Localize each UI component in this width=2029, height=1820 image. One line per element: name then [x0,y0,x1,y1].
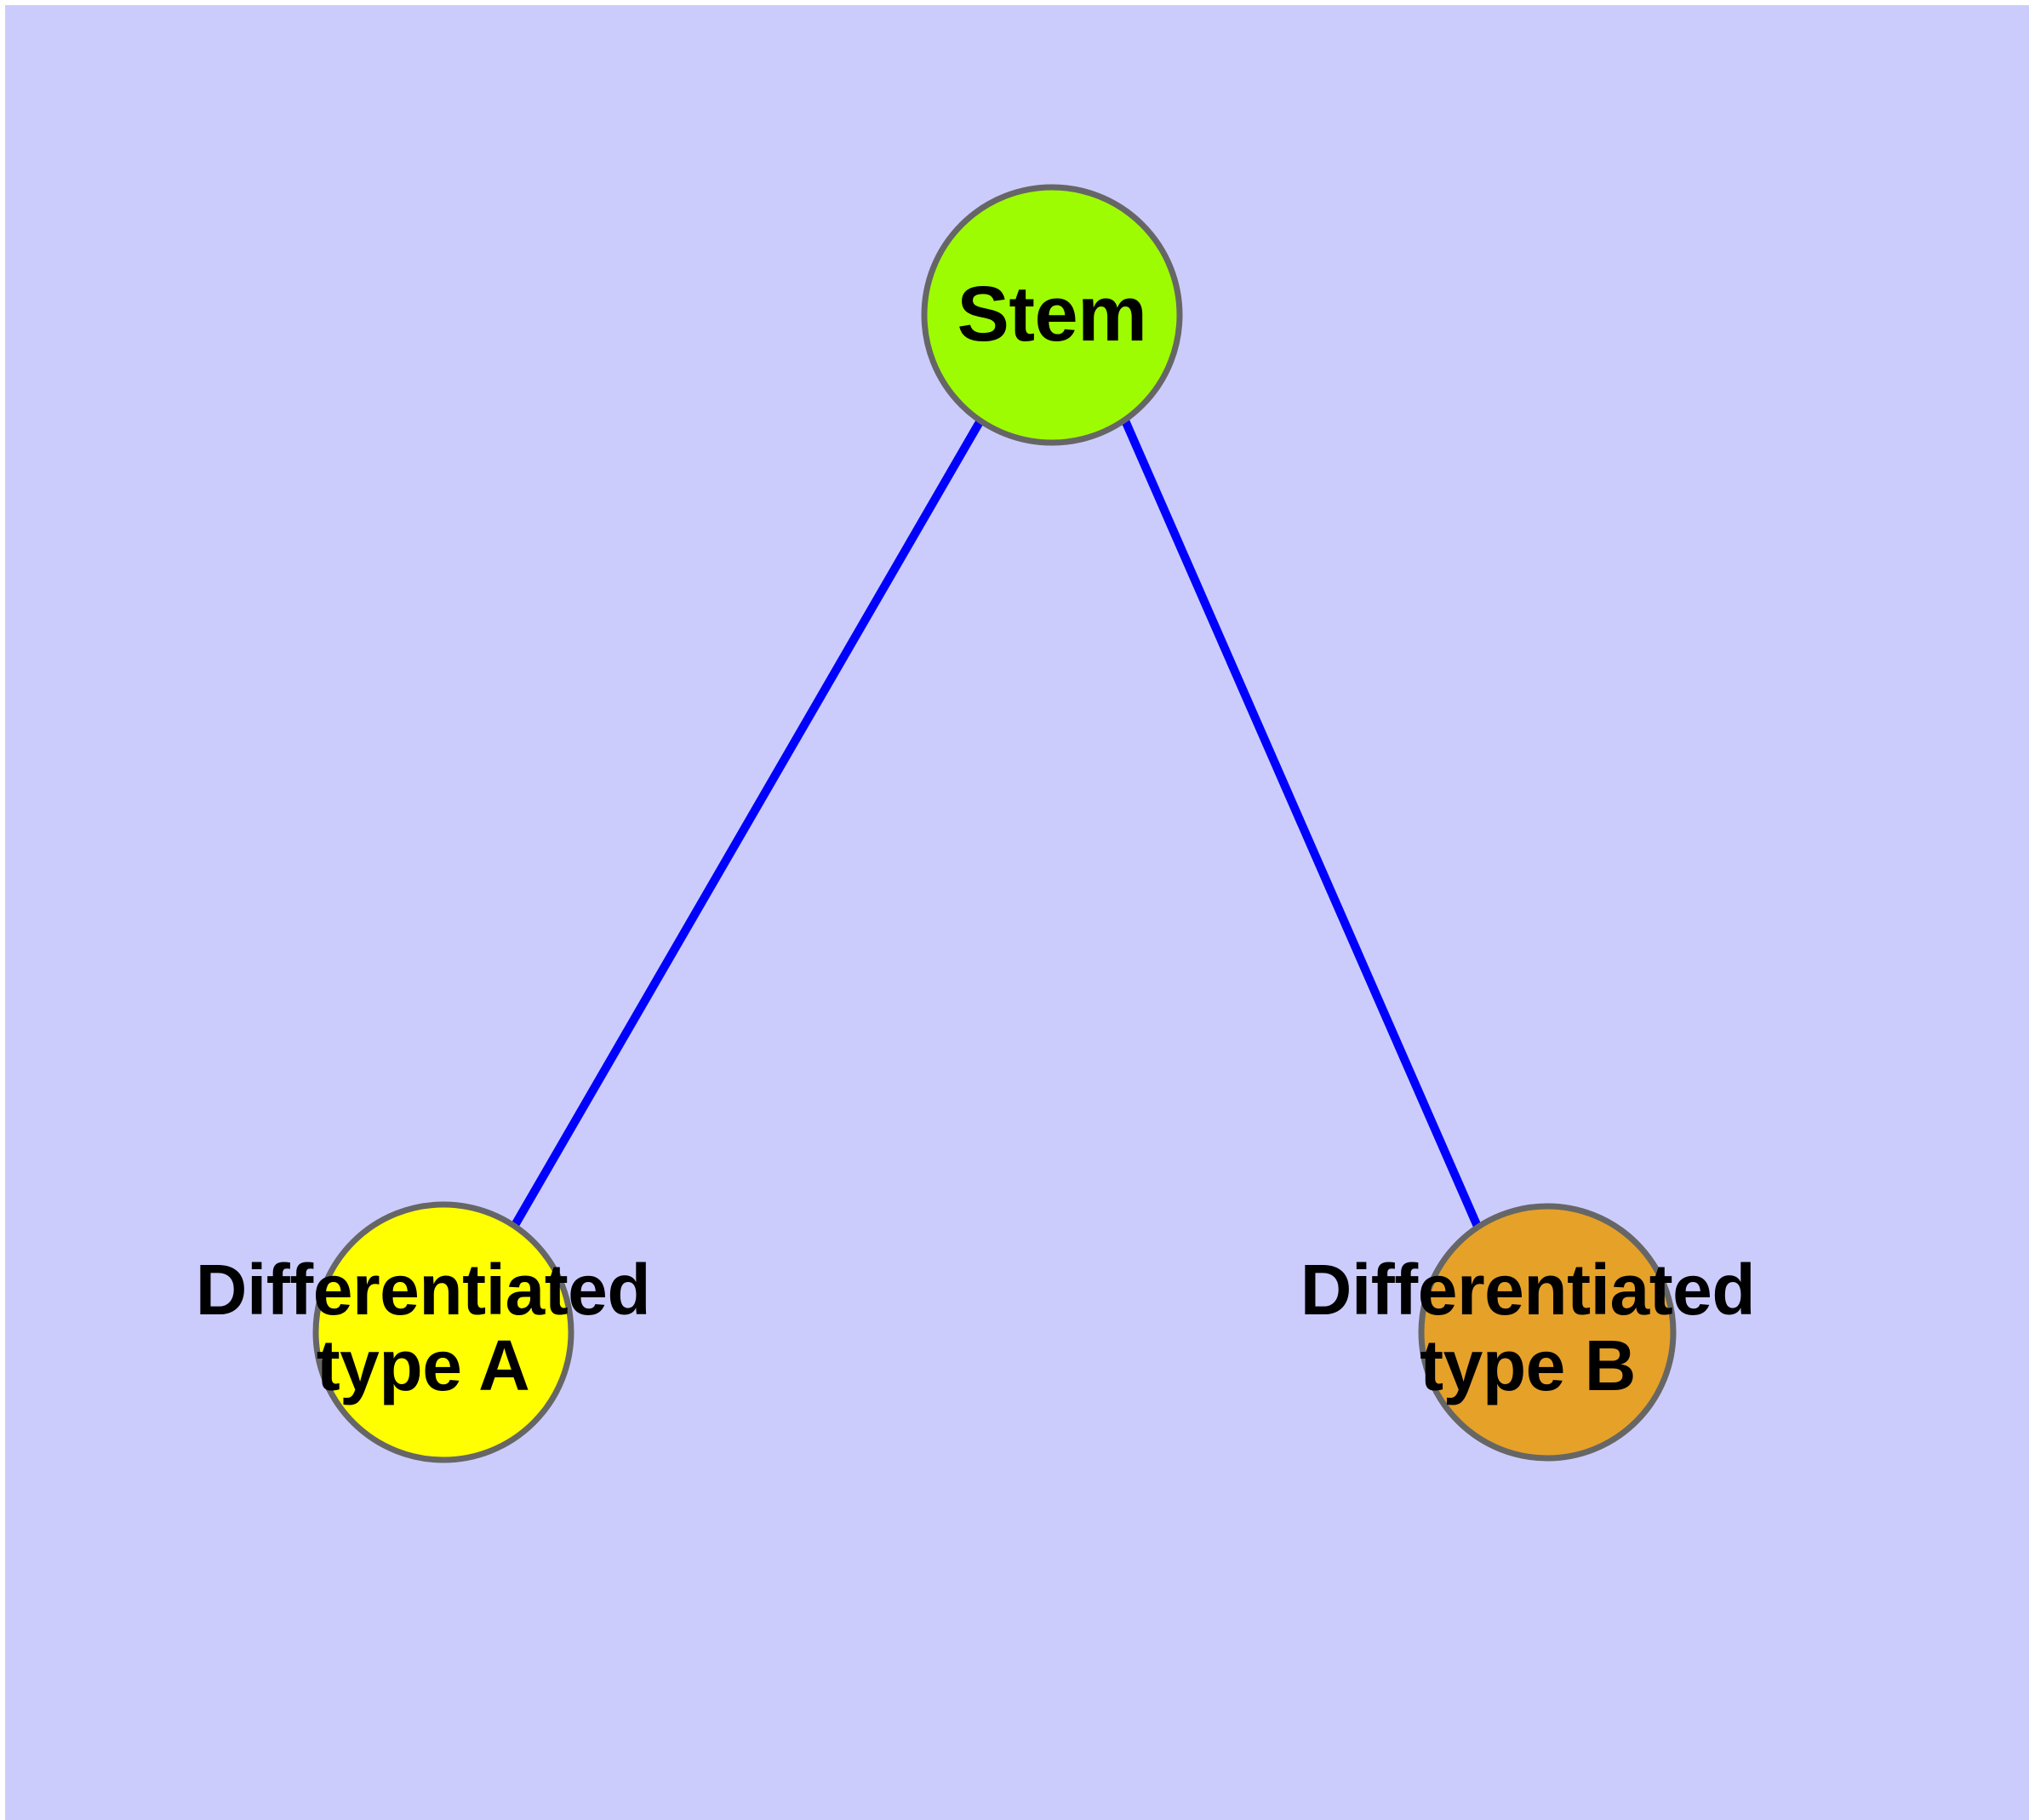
node-differentiated-type-a[interactable] [312,1201,574,1463]
edge-layer [510,418,1483,1231]
node-differentiated-type-b[interactable] [1418,1203,1677,1462]
edge-stem-to-differentiated-type-b [1121,418,1483,1231]
node-stem[interactable] [921,184,1183,446]
edge-stem-to-differentiated-type-a [510,418,985,1229]
node-layer [312,184,1677,1463]
